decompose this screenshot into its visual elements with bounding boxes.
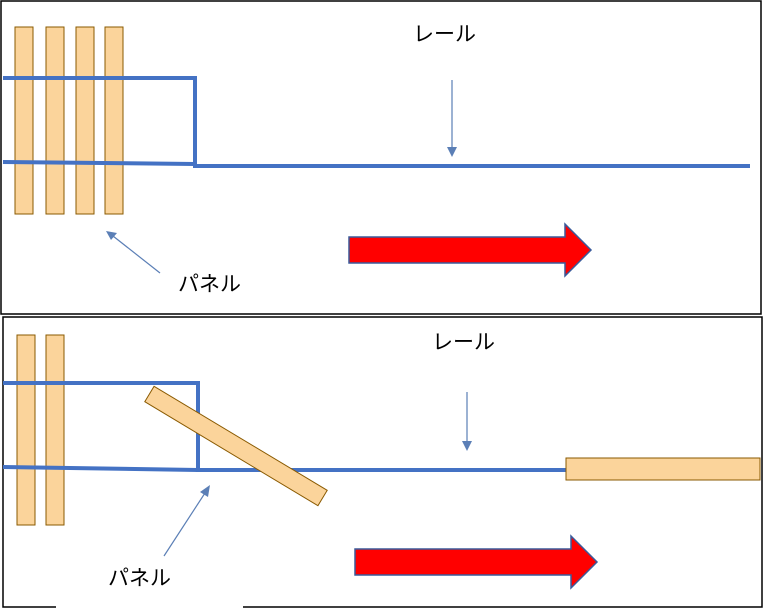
bottom-panel-1	[16, 334, 36, 526]
top-scene-frame	[0, 0, 762, 315]
bottom-panel-2	[45, 334, 65, 526]
bottom-rail-lower-segment	[2, 465, 199, 472]
bottom-panel-pointer-line	[163, 492, 206, 557]
bottom-direction-arrow	[354, 534, 599, 590]
bottom-panel-label: パネル	[108, 566, 171, 590]
bottom-rail-label: レール	[432, 330, 495, 354]
top-panel-3	[75, 26, 95, 215]
bottom-panel-pointer-head	[200, 485, 210, 497]
bottom-rail	[3, 381, 760, 472]
top-rail-label: レール	[413, 22, 476, 46]
top-rail-lower-segment	[2, 160, 196, 166]
top-panel-pointer-head	[106, 231, 117, 240]
top-direction-arrow	[348, 222, 593, 278]
bottom-scene: レール パネル	[2, 316, 763, 612]
top-panel-pointer-line	[112, 235, 161, 274]
top-panel-4	[104, 26, 124, 215]
top-panel-1	[14, 26, 34, 215]
top-rail-pointer-head	[447, 147, 457, 157]
top-panel-2	[45, 26, 65, 215]
bottom-frame-gap	[56, 604, 243, 612]
bottom-flat-panel	[565, 457, 761, 481]
top-scene: レール パネル	[0, 0, 762, 315]
bottom-tilted-panel	[144, 385, 328, 507]
top-rail	[3, 76, 750, 168]
bottom-rail-pointer-head	[462, 441, 472, 451]
top-panel-label: パネル	[178, 272, 241, 296]
bottom-scene-frame	[2, 316, 763, 608]
